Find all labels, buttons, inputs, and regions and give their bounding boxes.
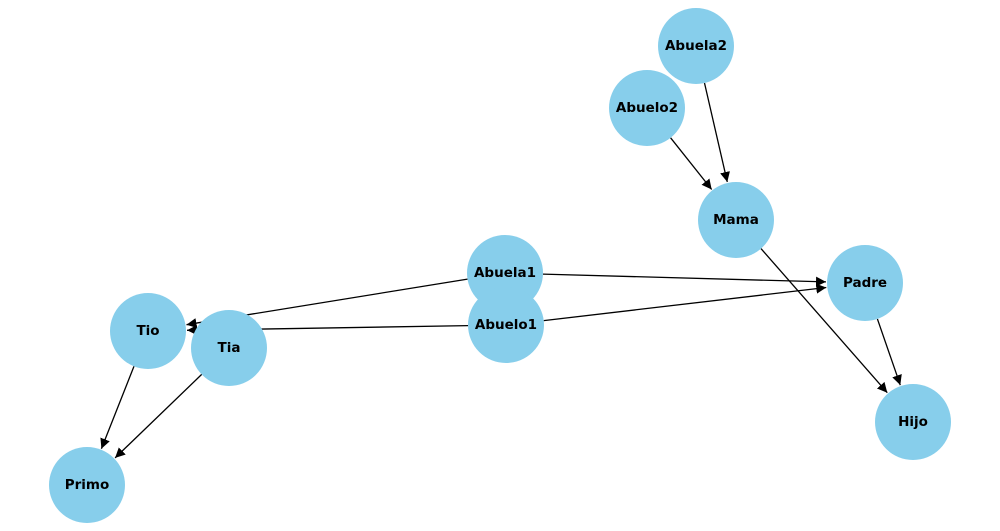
node-label: Tia bbox=[218, 340, 241, 356]
edge-padre-to-hijo bbox=[876, 318, 902, 386]
node-circle bbox=[609, 70, 685, 146]
node-abuelo2: Abuelo2 bbox=[609, 70, 685, 146]
edge-abuela2-to-mama bbox=[703, 82, 730, 183]
edge-abuelo2-to-mama bbox=[670, 137, 713, 190]
node-abuela2: Abuela2 bbox=[658, 8, 734, 84]
node-circle bbox=[698, 182, 774, 258]
node-tia: Tia bbox=[191, 310, 267, 386]
node-label: Primo bbox=[65, 477, 110, 493]
node-label: Abuelo2 bbox=[616, 100, 678, 116]
node-label: Mama bbox=[713, 212, 759, 228]
edges-layer bbox=[100, 82, 902, 459]
node-label: Padre bbox=[843, 275, 887, 291]
edge-mama-to-hijo bbox=[760, 248, 888, 394]
node-circle bbox=[658, 8, 734, 84]
node-circle bbox=[827, 245, 903, 321]
node-label: Hijo bbox=[898, 414, 928, 430]
edge-tia-to-primo bbox=[114, 373, 203, 459]
node-circle bbox=[191, 310, 267, 386]
node-circle bbox=[875, 384, 951, 460]
node-mama: Mama bbox=[698, 182, 774, 258]
node-circle bbox=[49, 447, 125, 523]
node-label: Abuelo1 bbox=[475, 317, 537, 333]
edge-abuela1-to-padre bbox=[542, 273, 827, 287]
node-padre: Padre bbox=[827, 245, 903, 321]
node-circle bbox=[110, 293, 186, 369]
node-hijo: Hijo bbox=[875, 384, 951, 460]
node-label: Tio bbox=[136, 323, 159, 339]
edge-tio-to-primo bbox=[100, 366, 135, 449]
node-label: Abuela1 bbox=[474, 265, 536, 281]
node-tio: Tio bbox=[110, 293, 186, 369]
node-label: Abuela2 bbox=[665, 38, 727, 54]
node-abuelo1: Abuelo1 bbox=[468, 287, 544, 363]
node-primo: Primo bbox=[49, 447, 125, 523]
edge-abuelo1-to-padre bbox=[543, 283, 827, 322]
node-circle bbox=[468, 287, 544, 363]
